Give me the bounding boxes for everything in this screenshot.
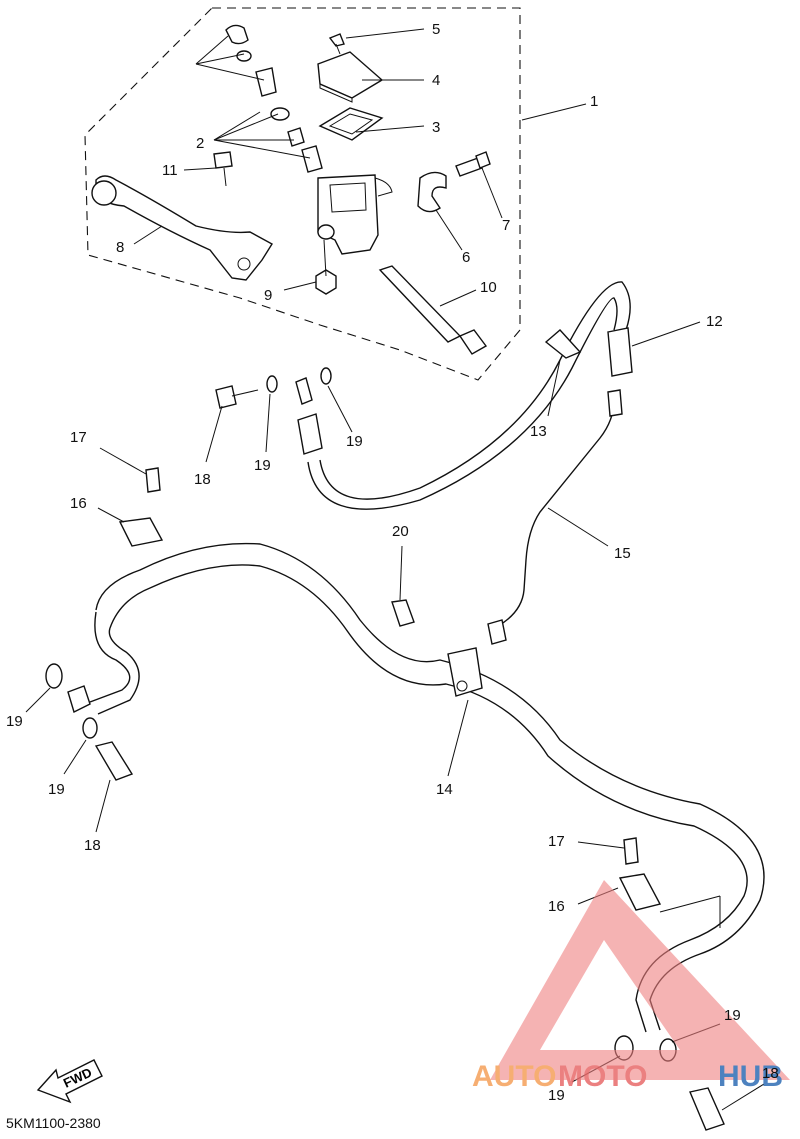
holder — [417, 171, 447, 213]
callout-13: 13 — [530, 423, 547, 440]
watermark-logo: AUTO MOTO HUB — [472, 880, 790, 1093]
bracket — [544, 329, 582, 359]
callout-10: 10 — [480, 279, 497, 296]
hose-junction — [447, 647, 483, 697]
callout-5: 5 — [432, 21, 440, 38]
callout-18-upper: 18 — [194, 471, 211, 488]
main-brake-hose — [67, 542, 765, 1033]
callout-15: 15 — [614, 545, 631, 562]
callout-18-left: 18 — [84, 837, 101, 854]
bolt-20 — [391, 599, 415, 627]
callout-19-d: 19 — [48, 781, 65, 798]
callout-4: 4 — [432, 72, 440, 89]
callout-17-upper: 17 — [70, 429, 87, 446]
callout-16-lower: 16 — [548, 898, 565, 915]
diaphragm — [318, 107, 384, 141]
brake-switch — [378, 265, 462, 343]
watermark-moto: MOTO — [558, 1060, 647, 1093]
clamp-upper — [118, 517, 164, 547]
callout-18-right: 18 — [762, 1065, 779, 1082]
bolt-17-lower — [623, 837, 639, 865]
clamp-lower — [618, 873, 662, 911]
callout-1: 1 — [590, 93, 598, 110]
callout-11: 11 — [162, 162, 178, 179]
callout-19-c: 19 — [6, 713, 23, 730]
brake-lever — [95, 175, 273, 281]
callout-12: 12 — [706, 313, 723, 330]
bolt-17-upper — [145, 467, 161, 493]
callout-7: 7 — [502, 217, 510, 234]
callout-19-f: 19 — [548, 1087, 565, 1104]
callout-19-a: 19 — [254, 457, 271, 474]
washer-left-1 — [45, 663, 63, 689]
callout-16-upper: 16 — [70, 495, 87, 512]
brake-pipe — [497, 399, 615, 627]
callout-17-lower: 17 — [548, 833, 565, 850]
hose-joint — [607, 327, 633, 377]
watermark-auto: AUTO — [472, 1060, 556, 1093]
callout-9: 9 — [264, 287, 272, 304]
callout-6: 6 — [462, 249, 470, 266]
watermark-hub: HUB — [718, 1060, 783, 1093]
cap — [317, 51, 384, 99]
banjo-bolt — [215, 385, 237, 409]
banjo-bolt-left — [94, 741, 134, 781]
watermark-triangle — [490, 880, 790, 1080]
assembly-boundary — [84, 7, 521, 381]
banjo-bolt-right — [689, 1087, 725, 1131]
pivot-bolt — [213, 151, 233, 169]
callout-19-b: 19 — [346, 433, 363, 450]
master-cylinder-body — [317, 174, 379, 255]
callout-20: 20 — [392, 523, 409, 540]
leader-lines — [25, 28, 765, 1111]
callout-2: 2 — [196, 135, 204, 152]
callout-14: 14 — [436, 781, 453, 798]
callout-3: 3 — [432, 119, 440, 136]
washer-left-2 — [82, 717, 98, 739]
diagram-code: 5KM1100-2380 — [6, 1115, 101, 1131]
fwd-arrow: FWD — [36, 1059, 103, 1104]
upper-brake-hose — [215, 281, 631, 510]
master-cylinder-group — [91, 24, 491, 355]
callout-8: 8 — [116, 239, 124, 256]
callout-19-e: 19 — [724, 1007, 741, 1024]
